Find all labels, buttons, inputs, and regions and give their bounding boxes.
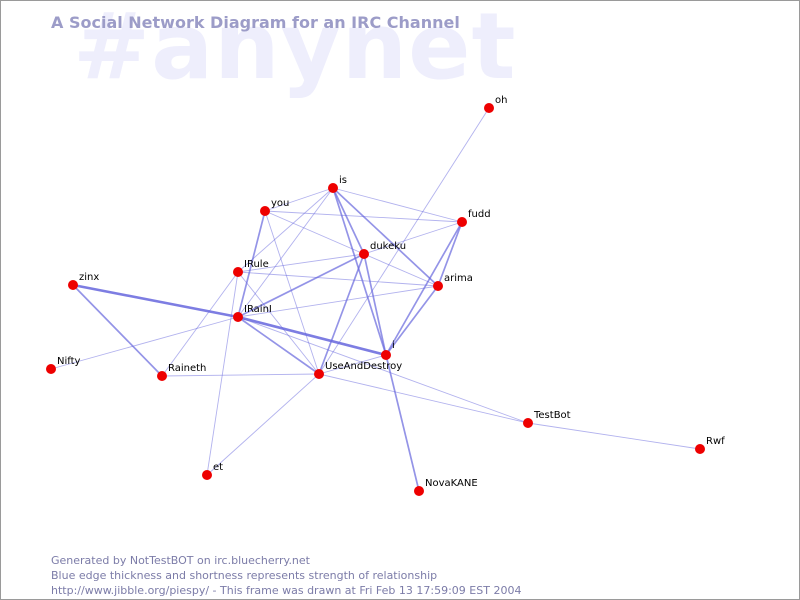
node-label: Rwf: [706, 436, 725, 447]
node-zinx: zinx: [68, 272, 99, 290]
node-dot: [695, 444, 705, 454]
node-label: TestBot: [533, 410, 571, 421]
node-label: you: [271, 198, 289, 209]
edge-IRainI-arima: [237, 285, 439, 318]
node-IRule: IRule: [233, 259, 269, 277]
edge-UseAndDestroy-TestBot: [318, 373, 529, 424]
node-label: Raineth: [168, 363, 206, 374]
node-fudd: fudd: [457, 209, 491, 227]
edge-you-UseAndDestroy: [264, 210, 320, 375]
footer-generated-by: Generated by NotTestBOT on irc.bluecherr…: [51, 554, 310, 567]
edge-zinx-Raineth: [72, 284, 163, 377]
node-label: IRainI: [244, 304, 272, 315]
edge-dukeku-UseAndDestroy: [318, 253, 365, 375]
edge-IRainI-Nifty: [50, 316, 239, 370]
node-label: Nifty: [57, 356, 81, 367]
node-i: i: [381, 340, 395, 360]
node-dot: [68, 280, 78, 290]
node-label: zinx: [79, 272, 99, 283]
edge-is-dukeku: [332, 187, 365, 255]
edge-IRainI-TestBot: [237, 316, 529, 424]
node-dot: [381, 350, 391, 360]
edge-you-IRainI: [237, 210, 266, 318]
edge-fudd-arima: [437, 221, 463, 287]
edge-UseAndDestroy-i: [318, 354, 387, 375]
channel-watermark: #anynet: [73, 0, 517, 100]
edge-is-fudd: [332, 187, 463, 223]
node-dot: [314, 369, 324, 379]
node-you: you: [260, 198, 289, 216]
node-label: is: [339, 175, 347, 186]
node-label: arima: [444, 273, 473, 284]
edge-dukeku-arima: [363, 253, 439, 287]
edge-arima-i: [385, 285, 439, 356]
edge-IRule-UseAndDestroy: [237, 271, 320, 375]
node-dot: [202, 470, 212, 480]
node-label: fudd: [468, 209, 491, 220]
node-dot: [433, 281, 443, 291]
edge-is-i: [332, 187, 387, 356]
edge-i-NovaKANE: [385, 354, 420, 492]
node-dot: [414, 486, 424, 496]
edge-IRainI-UseAndDestroy: [237, 316, 320, 375]
node-arima: arima: [433, 273, 473, 291]
edge-IRule-dukeku: [237, 253, 365, 273]
node-dukeku: dukeku: [359, 241, 406, 259]
node-label: i: [392, 340, 395, 351]
edge-TestBot-Rwf: [527, 422, 701, 450]
node-dot: [233, 267, 243, 277]
edge-IRule-Raineth: [161, 271, 239, 377]
edge-UseAndDestroy-et: [206, 373, 320, 476]
node-dot: [46, 364, 56, 374]
edge-is-IRainI: [237, 187, 334, 318]
edge-is-you: [264, 187, 334, 212]
node-dot: [157, 371, 167, 381]
node-label: et: [213, 462, 223, 473]
node-IRainI: IRainI: [233, 304, 272, 322]
edge-you-fudd: [264, 210, 463, 223]
edge-IRule-et: [206, 271, 239, 476]
node-TestBot: TestBot: [523, 410, 571, 428]
footer-frame-info: http://www.jibble.org/piespy/ - This fra…: [51, 584, 522, 597]
edge-dukeku-i: [363, 253, 387, 356]
node-Rwf: Rwf: [695, 436, 725, 454]
node-is: is: [328, 175, 347, 193]
node-et: et: [202, 462, 223, 480]
node-dot: [457, 217, 467, 227]
node-dot: [233, 312, 243, 322]
node-NovaKANE: NovaKANE: [414, 478, 478, 496]
node-oh: oh: [484, 95, 507, 113]
node-label: dukeku: [370, 241, 406, 252]
node-UseAndDestroy: UseAndDestroy: [314, 361, 402, 379]
edge-is-IRule: [237, 187, 334, 273]
edge-zinx-IRainI: [72, 283, 239, 319]
node-dot: [328, 183, 338, 193]
edge-fudd-dukeku: [363, 221, 463, 255]
node-dot: [523, 418, 533, 428]
edge-IRainI-dukeku: [237, 253, 365, 318]
node-Nifty: Nifty: [46, 356, 81, 374]
node-label: IRule: [244, 259, 269, 270]
edge-is-arima: [332, 187, 439, 287]
edges-layer: [50, 107, 701, 492]
node-Raineth: Raineth: [157, 363, 206, 381]
edge-UseAndDestroy-Raineth: [161, 373, 320, 377]
node-dot: [260, 206, 270, 216]
node-dot: [484, 103, 494, 113]
footer-legend-note: Blue edge thickness and shortness repres…: [51, 569, 438, 582]
diagram-title: A Social Network Diagram for an IRC Chan…: [51, 13, 460, 32]
node-label: oh: [495, 95, 507, 106]
node-dot: [359, 249, 369, 259]
node-label: UseAndDestroy: [325, 361, 402, 372]
edge-IRainI-i: [237, 315, 387, 357]
edge-you-dukeku: [264, 210, 365, 255]
node-label: NovaKANE: [425, 478, 478, 489]
edge-IRule-arima: [237, 271, 439, 287]
footer: Generated by NotTestBOT on irc.bluecherr…: [51, 553, 521, 598]
